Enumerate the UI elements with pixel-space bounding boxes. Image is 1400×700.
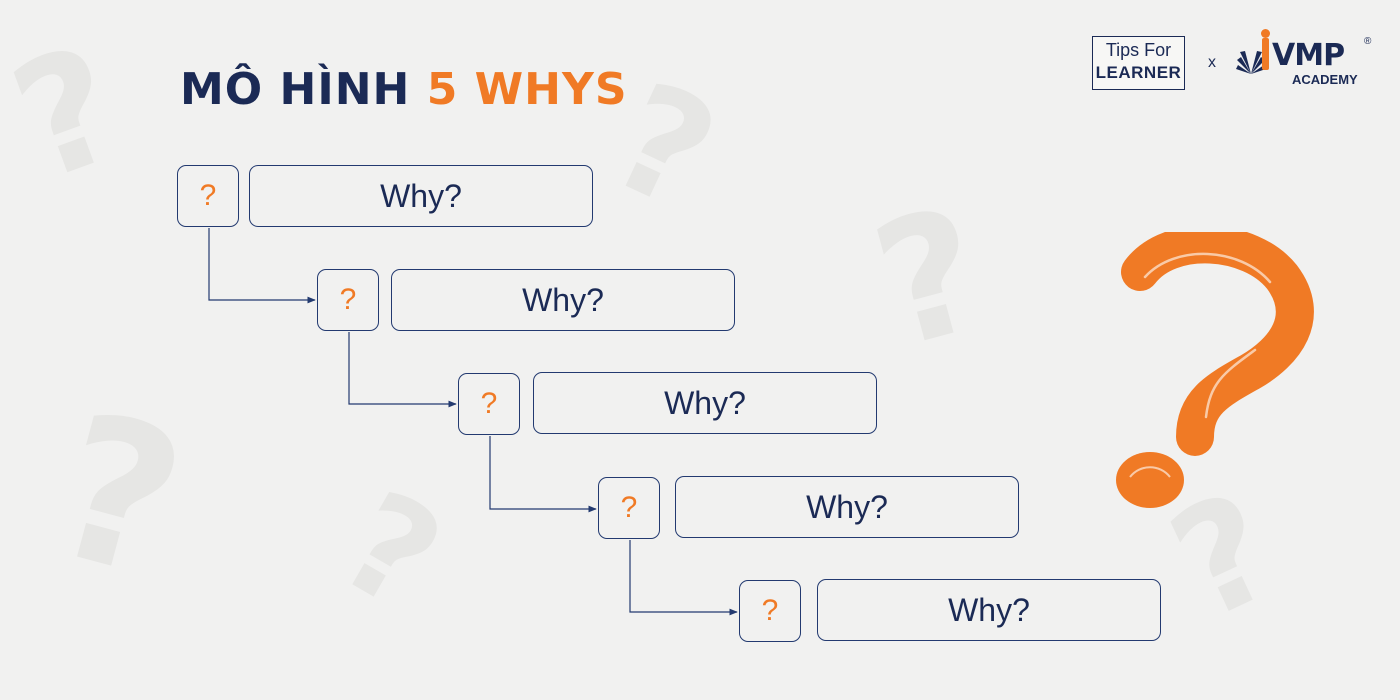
background-question-mark: ?: [31, 368, 205, 625]
connector-2: [348, 332, 457, 408]
question-box-5: ?: [739, 580, 801, 642]
partner-logos: Tips For LEARNER x VMP ® ACADEMY: [1092, 29, 1372, 96]
tips-for-logo-line2: LEARNER: [1095, 63, 1182, 82]
vmp-brand: VMP: [1272, 38, 1345, 73]
connector-3: [489, 436, 597, 513]
vmp-sub: ACADEMY: [1292, 72, 1358, 87]
why-box-2: Why?: [391, 269, 735, 331]
background-question-mark: ?: [0, 9, 142, 218]
background-question-mark: ?: [314, 460, 467, 643]
why-box-4: Why?: [675, 476, 1019, 538]
question-box-3: ?: [458, 373, 520, 435]
question-box-4: ?: [598, 477, 660, 539]
background-question-mark: ?: [856, 170, 1003, 388]
logo-separator: x: [1208, 54, 1216, 71]
vmp-registered: ®: [1364, 36, 1372, 47]
tips-for-learner-logo: Tips For LEARNER: [1092, 36, 1185, 90]
large-question-mark-icon: [1116, 232, 1314, 508]
title-accent: 5 WHYS: [426, 64, 628, 115]
tips-for-logo-line1: Tips For: [1105, 40, 1172, 60]
connector-1: [208, 228, 316, 304]
question-box-1: ?: [177, 165, 239, 227]
connector-4: [629, 540, 738, 616]
question-box-2: ?: [317, 269, 379, 331]
page-title: MÔ HÌNH 5 WHYS: [180, 64, 628, 115]
vmp-academy-logo: VMP ® ACADEMY: [1236, 29, 1376, 96]
vmp-i-mark-icon: [1261, 29, 1270, 70]
why-box-1: Why?: [249, 165, 593, 227]
why-box-3: Why?: [533, 372, 877, 434]
title-main: MÔ HÌNH: [180, 64, 411, 115]
why-box-5: Why?: [817, 579, 1161, 641]
